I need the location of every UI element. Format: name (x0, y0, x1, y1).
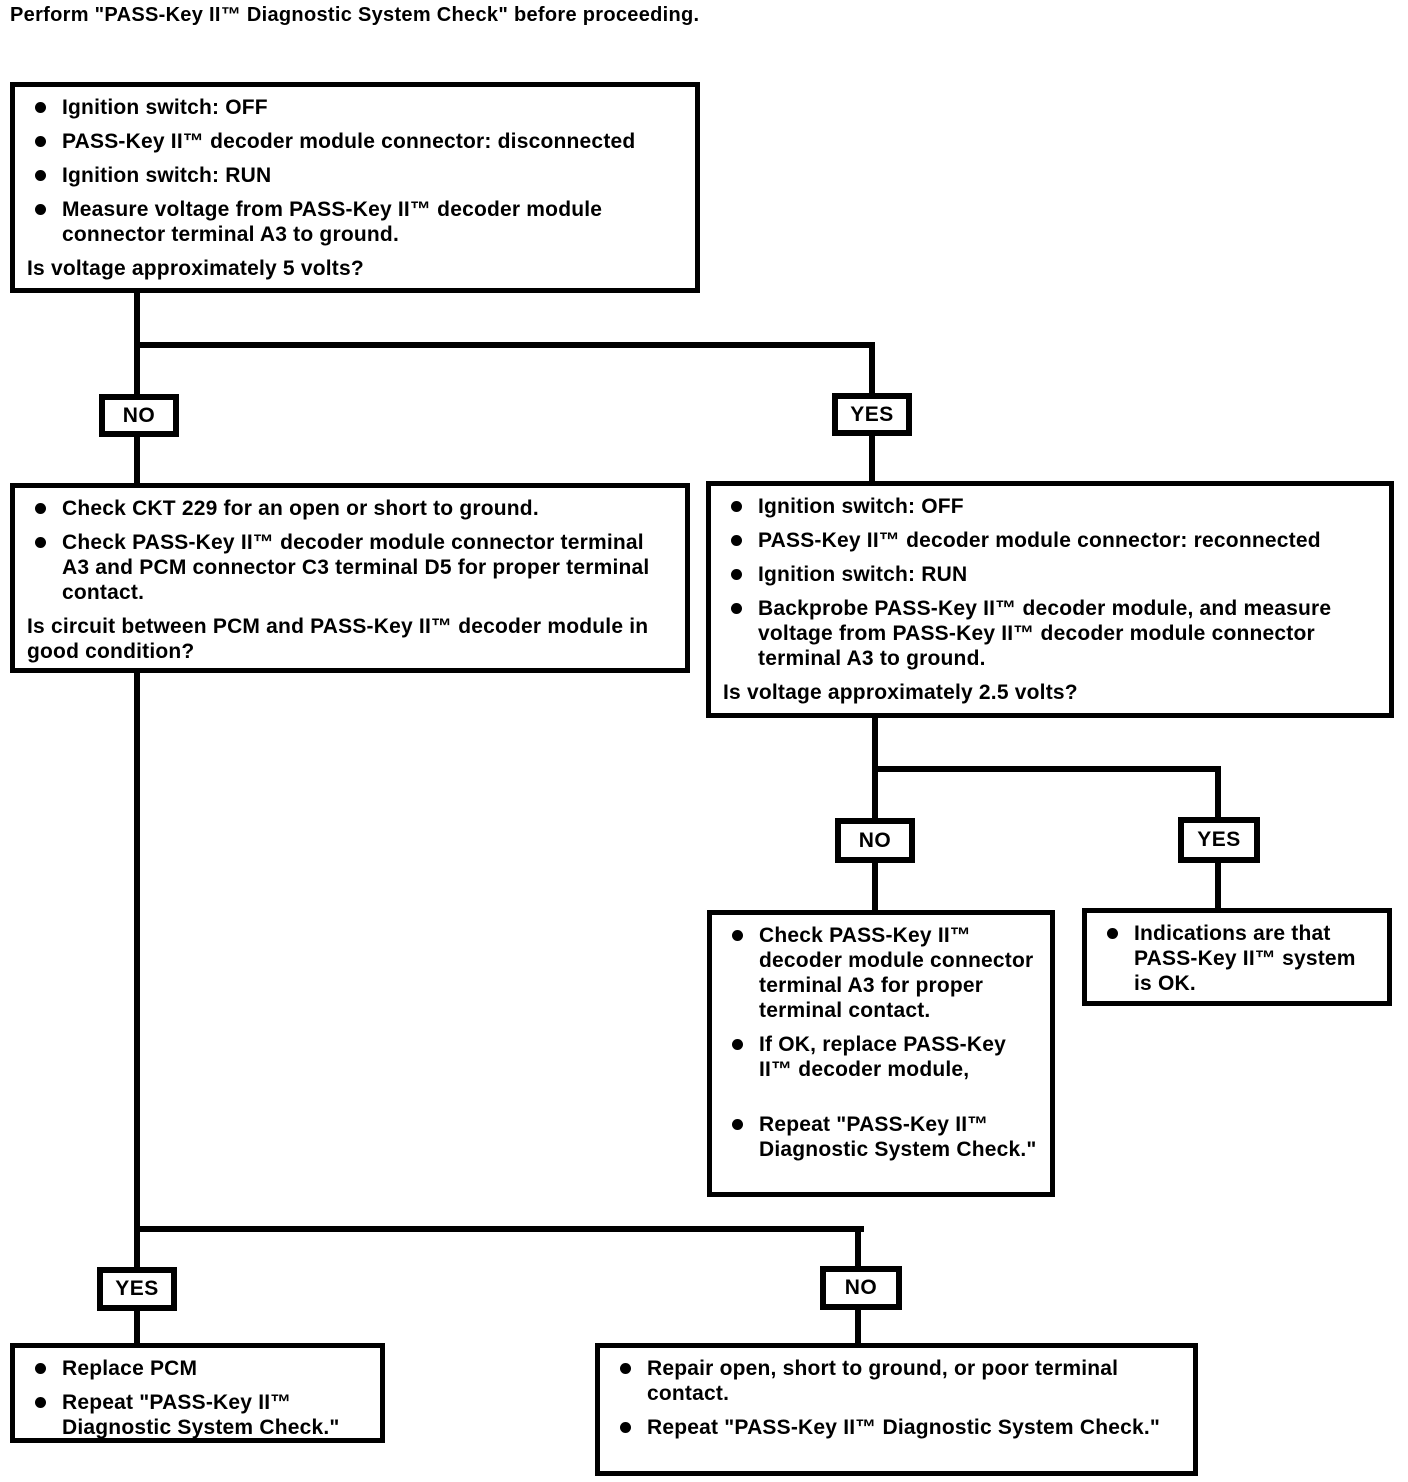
bullet-item: Ignition switch: RUN (27, 163, 683, 188)
bullet-icon (35, 102, 46, 113)
bullet-text: Ignition switch: RUN (758, 563, 968, 586)
bullet-icon (1107, 928, 1118, 939)
bullet-text: PASS-Key II™ decoder module connector: r… (758, 529, 1321, 552)
bullet-item: Ignition switch: OFF (723, 494, 1377, 519)
bullet-text: Measure voltage from PASS-Key II™ decode… (62, 198, 603, 246)
bullet-text: Replace PCM (62, 1357, 198, 1380)
bullet-item: Check CKT 229 for an open or short to gr… (27, 496, 673, 521)
bullet-item: Repeat "PASS-Key II™ Diagnostic System C… (724, 1112, 1038, 1162)
question-text: Is voltage approximately 2.5 volts? (723, 681, 1078, 704)
decision-label-no-1: NO (99, 394, 179, 437)
bullet-text: Check PASS-Key II™ decoder module connec… (62, 531, 650, 604)
connector-line (134, 1232, 140, 1267)
connector-line (134, 437, 140, 483)
bullet-text: PASS-Key II™ decoder module connector: d… (62, 130, 636, 153)
bullet-item: Repeat "PASS-Key II™ Diagnostic System C… (27, 1390, 368, 1440)
decision-label-no-2: NO (835, 818, 915, 863)
step-box-initial-check: Ignition switch: OFF PASS-Key II™ decode… (10, 82, 700, 293)
bullet-text: Indications are that PASS-Key II™ system… (1134, 922, 1356, 995)
bullet-icon (35, 170, 46, 181)
connector-line (134, 342, 875, 348)
connector-line (134, 346, 140, 394)
connector-line (869, 436, 875, 481)
bullet-icon (35, 136, 46, 147)
question-text: Is voltage approximately 5 volts? (27, 257, 364, 280)
bullet-item: Check PASS-Key II™ decoder module connec… (724, 923, 1038, 1023)
bullet-text: Check CKT 229 for an open or short to gr… (62, 497, 539, 520)
bullet-list: Indications are that PASS-Key II™ system… (1099, 921, 1375, 996)
bullet-list: Repair open, short to ground, or poor te… (612, 1356, 1181, 1440)
bullet-text: Repeat "PASS-Key II™ Diagnostic System C… (759, 1113, 1037, 1161)
connector-line (872, 718, 878, 772)
bullet-item: Backprobe PASS-Key II™ decoder module, a… (723, 596, 1377, 671)
connector-line (869, 346, 875, 393)
connector-line (134, 290, 140, 346)
connector-line (872, 772, 878, 818)
page-title: Perform "PASS-Key II™ Diagnostic System … (10, 4, 700, 26)
connector-line (872, 766, 1221, 772)
bullet-list: Ignition switch: OFF PASS-Key II™ decode… (27, 95, 683, 247)
bullet-item: Replace PCM (27, 1356, 368, 1381)
bullet-text: Backprobe PASS-Key II™ decoder module, a… (758, 597, 1332, 670)
bullet-item: PASS-Key II™ decoder module connector: r… (723, 528, 1377, 553)
bullet-item: Ignition switch: RUN (723, 562, 1377, 587)
bullet-item: Ignition switch: OFF (27, 95, 683, 120)
question-text: Is circuit between PCM and PASS-Key II™ … (27, 615, 649, 663)
connector-line (855, 1232, 861, 1266)
decision-label-yes-3: YES (97, 1267, 177, 1311)
bullet-text: Ignition switch: OFF (62, 96, 268, 119)
bullet-list: Ignition switch: OFF PASS-Key II™ decode… (723, 494, 1377, 671)
connector-line (134, 673, 140, 1232)
bullet-text: Repeat "PASS-Key II™ Diagnostic System C… (62, 1391, 340, 1439)
decision-label-no-3: NO (820, 1266, 902, 1310)
bullet-text: Repair open, short to ground, or poor te… (647, 1357, 1119, 1405)
bullet-icon (620, 1363, 631, 1374)
connector-line (855, 1310, 861, 1343)
decision-label-yes-2: YES (1178, 817, 1260, 863)
bullet-item: Check PASS-Key II™ decoder module connec… (27, 530, 673, 605)
bullet-icon (620, 1422, 631, 1433)
connector-line (1215, 772, 1221, 817)
bullet-icon (732, 1119, 743, 1130)
bullet-text: Ignition switch: RUN (62, 164, 272, 187)
connector-line (1215, 863, 1221, 908)
bullet-item: Repeat "PASS-Key II™ Diagnostic System C… (612, 1415, 1181, 1440)
step-box-replace-decoder: Check PASS-Key II™ decoder module connec… (707, 910, 1055, 1197)
bullet-icon (731, 569, 742, 580)
step-box-recheck-voltage: Ignition switch: OFF PASS-Key II™ decode… (706, 481, 1394, 718)
bullet-text: Check PASS-Key II™ decoder module connec… (759, 924, 1034, 1022)
bullet-list: Check PASS-Key II™ decoder module connec… (724, 923, 1038, 1162)
bullet-text: If OK, replace PASS-Key II™ decoder modu… (759, 1033, 1006, 1081)
bullet-icon (732, 930, 743, 941)
connector-line (134, 1311, 140, 1343)
bullet-icon (731, 501, 742, 512)
bullet-text: Repeat "PASS-Key II™ Diagnostic System C… (647, 1416, 1161, 1439)
connector-line (134, 1226, 864, 1232)
bullet-icon (35, 204, 46, 215)
bullet-icon (731, 535, 742, 546)
bullet-item: If OK, replace PASS-Key II™ decoder modu… (724, 1032, 1038, 1082)
bullet-icon (731, 603, 742, 614)
step-box-repair-circuit: Repair open, short to ground, or poor te… (595, 1343, 1198, 1476)
bullet-list: Check CKT 229 for an open or short to gr… (27, 496, 673, 605)
bullet-icon (35, 503, 46, 514)
connector-line (872, 863, 878, 910)
bullet-item: PASS-Key II™ decoder module connector: d… (27, 129, 683, 154)
bullet-icon (35, 537, 46, 548)
bullet-icon (35, 1363, 46, 1374)
bullet-item: Measure voltage from PASS-Key II™ decode… (27, 197, 683, 247)
decision-label-yes-1: YES (832, 393, 912, 436)
bullet-item: Repair open, short to ground, or poor te… (612, 1356, 1181, 1406)
step-box-check-circuit: Check CKT 229 for an open or short to gr… (10, 483, 690, 673)
step-box-replace-pcm: Replace PCM Repeat "PASS-Key II™ Diagnos… (10, 1343, 385, 1443)
bullet-item: Indications are that PASS-Key II™ system… (1099, 921, 1375, 996)
bullet-list: Replace PCM Repeat "PASS-Key II™ Diagnos… (27, 1356, 368, 1440)
step-box-system-ok: Indications are that PASS-Key II™ system… (1082, 908, 1392, 1006)
bullet-text: Ignition switch: OFF (758, 495, 964, 518)
bullet-icon (35, 1397, 46, 1408)
bullet-icon (732, 1039, 743, 1050)
